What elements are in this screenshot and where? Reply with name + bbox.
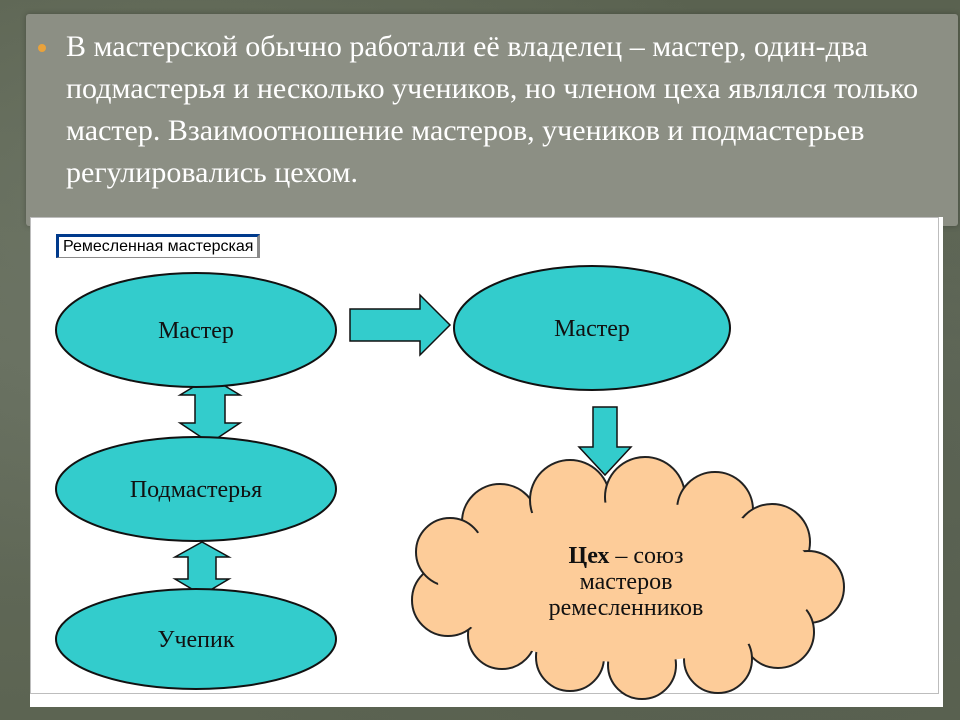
arrow-right-master	[349, 293, 452, 357]
node-master-right-label: Мастер	[554, 316, 630, 342]
arrow-down-to-guild	[577, 406, 633, 477]
diagram-frame	[30, 217, 939, 694]
diagram-panel: Мастер Подмастерья Учепик Мастер	[30, 217, 943, 707]
diagram-canvas: Мастер Подмастерья Учепик Мастер	[30, 217, 939, 700]
node-guild-line3: ремесленников	[549, 595, 704, 621]
ellipse-master-right: Мастер	[453, 265, 731, 391]
arrow-master-to-journeyman	[177, 376, 243, 444]
node-student-label: Учепик	[157, 627, 234, 653]
ellipse-student: Учепик	[55, 588, 337, 690]
bullet-dot-icon	[38, 44, 46, 52]
bullet-text: В мастерской обычно работали её владелец…	[66, 30, 919, 189]
node-guild-line1-rest: – союз	[609, 543, 683, 569]
node-guild-bold: Цех	[569, 543, 610, 569]
node-journeyman-label: Подмастерья	[130, 477, 262, 503]
node-master-left-label: Мастер	[158, 318, 234, 344]
diagram-title: Ремесленная мастерская	[56, 234, 261, 258]
ellipse-journeyman: Подмастерья	[55, 436, 337, 542]
text-panel	[26, 14, 958, 226]
cloud-guild: Цех – союз мастеров ремесленников	[411, 456, 845, 700]
svg-text:Цех – союз: Цех – союз	[569, 543, 684, 569]
arrow-journeyman-to-student	[172, 541, 232, 596]
ellipse-master-left: Мастер	[55, 272, 337, 388]
node-guild-line2: мастеров	[580, 569, 673, 595]
